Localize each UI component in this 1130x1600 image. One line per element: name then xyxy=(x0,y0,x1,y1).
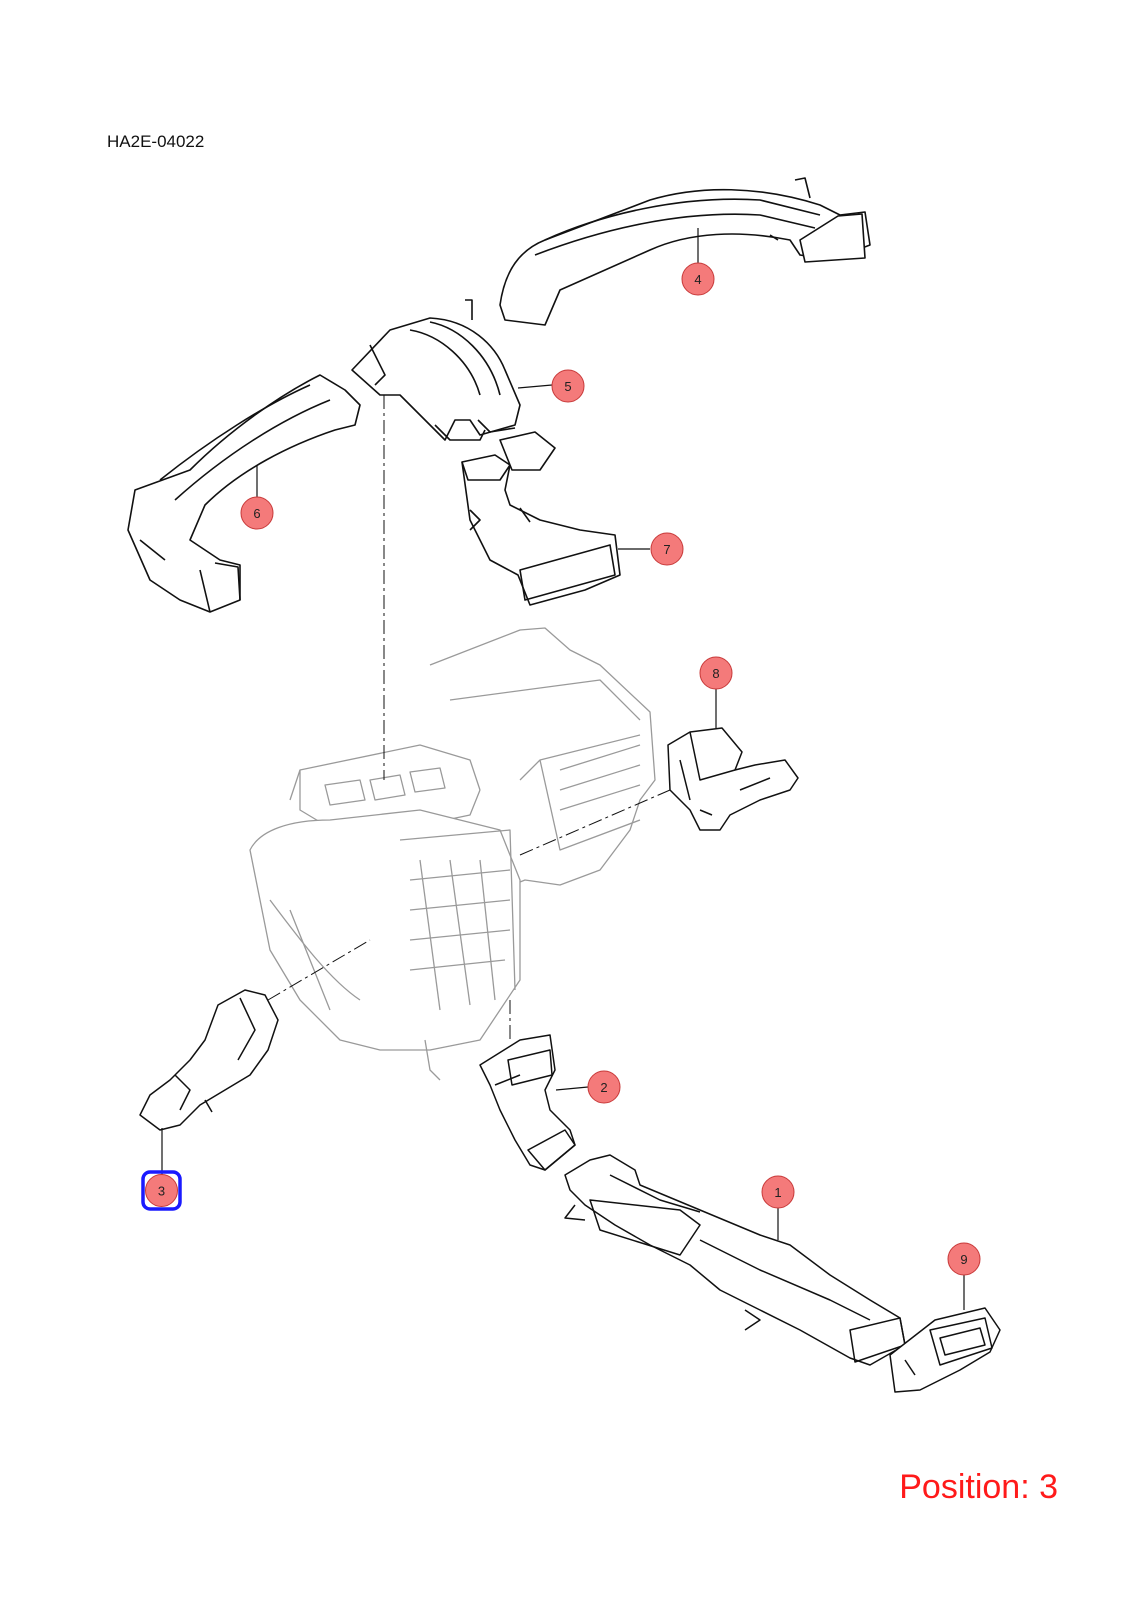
callout-4[interactable]: 4 xyxy=(681,262,715,296)
callout-3-label: 3 xyxy=(158,1184,165,1199)
part-9-vent[interactable] xyxy=(889,1307,1001,1393)
callout-5-label: 5 xyxy=(564,379,571,394)
callout-9-label: 9 xyxy=(960,1252,967,1267)
part-8-actuator[interactable] xyxy=(667,727,799,831)
assembly-lines xyxy=(267,395,671,1040)
position-label: Position: 3 xyxy=(899,1468,1058,1506)
part-7-duct[interactable] xyxy=(461,431,621,606)
part-1-duct[interactable] xyxy=(564,1154,906,1366)
part-6-duct[interactable] xyxy=(127,374,361,613)
part-3-duct[interactable] xyxy=(139,989,279,1131)
callout-8[interactable]: 8 xyxy=(699,656,733,690)
callout-2[interactable]: 2 xyxy=(587,1070,621,1104)
part-4-duct[interactable] xyxy=(499,177,871,326)
leader-lines xyxy=(161,228,965,1310)
selected-outline xyxy=(141,1170,182,1211)
part-2-duct[interactable] xyxy=(479,1034,576,1171)
diagram-code: HA2E-04022 xyxy=(107,132,205,151)
callout-8-label: 8 xyxy=(712,666,719,681)
callout-6[interactable]: 6 xyxy=(240,496,274,530)
callout-4-label: 4 xyxy=(694,272,701,287)
callout-7[interactable]: 7 xyxy=(650,532,684,566)
callout-1-label: 1 xyxy=(774,1185,781,1200)
callout-7-label: 7 xyxy=(663,542,670,557)
callout-5[interactable]: 5 xyxy=(551,369,585,403)
hvac-unit xyxy=(249,627,656,1081)
callout-9[interactable]: 9 xyxy=(947,1242,981,1276)
callout-1[interactable]: 1 xyxy=(761,1175,795,1209)
callout-2-label: 2 xyxy=(600,1080,607,1095)
part-5-duct[interactable] xyxy=(351,299,521,441)
callout-3[interactable]: 3 xyxy=(141,1170,182,1211)
callout-6-label: 6 xyxy=(253,506,260,521)
